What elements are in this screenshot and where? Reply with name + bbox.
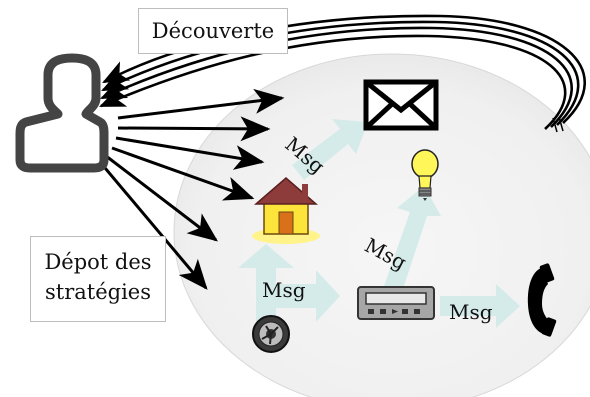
discovery-label-text: Découverte [151, 19, 275, 43]
discovery-arrows [99, 14, 586, 130]
message-label-center: Msg [262, 278, 306, 302]
strategy-repository-line2: stratégies [44, 280, 151, 304]
flow-arrow-right-center [276, 270, 340, 322]
telephone-icon [527, 263, 557, 337]
strategy-repository-line1: Dépot des [44, 250, 152, 274]
discovery-arrow-tail [552, 116, 564, 133]
strategy-repository-label: Dépot des stratégies [30, 236, 166, 322]
message-label-phone: Msg [449, 300, 493, 324]
flow-arrow-up [238, 244, 294, 322]
dial-icon [252, 315, 290, 353]
discovery-label: Découverte [138, 8, 288, 54]
flow-arrows [238, 119, 520, 328]
flow-arrow-to-bulb [382, 186, 441, 298]
flow-arrow-right-phone [440, 284, 520, 328]
house-icon [252, 177, 320, 244]
pager-icon [357, 286, 435, 320]
lightbulb-icon [411, 149, 439, 201]
user-icon [15, 53, 109, 173]
fanout-arrows [98, 88, 285, 290]
envelope-icon [363, 79, 439, 131]
flow-arrow-to-mail [292, 119, 368, 180]
